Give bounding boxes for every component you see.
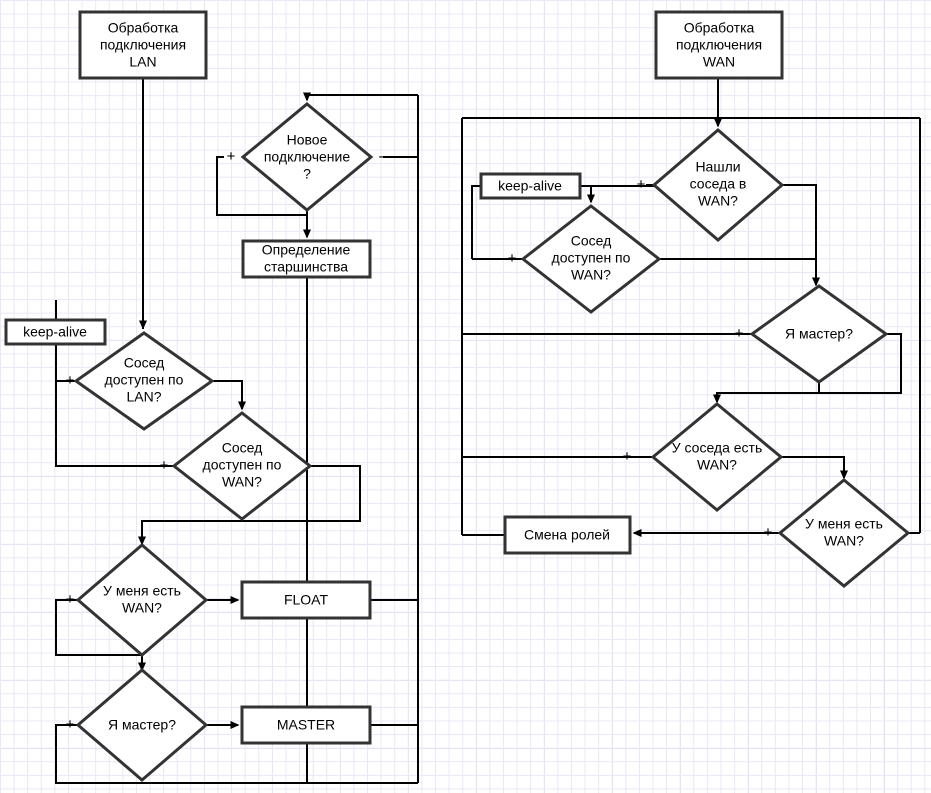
node-wan-keep-alive-label: keep-alive [498, 178, 562, 194]
node-neighbor-lan[interactable]: Сосед доступен по LAN? [73, 331, 215, 431]
edge-label-neighbor-has-wan-yes: + [623, 448, 632, 465]
edge-label-found-neighbor-yes: + [637, 176, 646, 193]
node-lan-i-have-wan-line-1: У меня есть [103, 583, 181, 599]
node-wan-keep-alive[interactable]: keep-alive [479, 172, 582, 200]
node-seniority-line-1: Определение [262, 242, 351, 258]
node-lan-i-have-wan[interactable]: У меня есть WAN? [75, 543, 209, 657]
node-lan-start-line-2: подключения [100, 37, 186, 53]
node-wan-start[interactable]: Обработка подключения WAN [654, 10, 784, 80]
node-lan-keep-alive-label: keep-alive [23, 324, 87, 340]
edge-label-wan-i-have-wan-yes: + [764, 524, 773, 541]
edge-label-wan-i-have-wan-no: - [916, 524, 921, 541]
node-wan-neighbor-wan[interactable]: Сосед доступен по WAN? [520, 204, 662, 314]
lan-edges [55, 78, 419, 784]
edge-label-lan-i-am-master-no: - [213, 716, 218, 733]
edge-new-connection-no [383, 95, 419, 158]
edge-label-lan-i-am-master-yes: + [66, 716, 75, 733]
node-found-neighbor-wan-line-1: Нашли [695, 159, 740, 175]
edge-wan-i-am-master-no [713, 333, 902, 404]
node-neighbor-has-wan-line-1: У соседа есть [672, 440, 763, 456]
node-neighbor-lan-line-1: Сосед [124, 355, 165, 371]
node-role-switch-label: Смена ролей [524, 527, 610, 543]
node-new-connection[interactable]: Новое подключение ? [240, 102, 374, 212]
node-neighbor-has-wan-line-2: WAN? [697, 457, 737, 473]
edge-label-wan-i-am-master-yes: + [735, 325, 744, 342]
edge-label-wan-i-am-master-no: - [894, 325, 899, 342]
node-neighbor-lan-line-3: LAN? [126, 389, 161, 405]
edge-neighbor-wan-yes [55, 381, 174, 467]
node-seniority-line-2: старшинства [264, 259, 348, 275]
edge-label-lan-neighbor-wan-no: - [318, 457, 323, 474]
node-role-switch[interactable]: Смена ролей [503, 515, 632, 555]
edge-label-found-neighbor-no: - [789, 176, 794, 193]
edge-found-neighbor-no [782, 184, 820, 287]
edge-label-neighbor-lan-no: - [219, 372, 224, 389]
node-lan-neighbor-wan[interactable]: Сосед доступен по WAN? [171, 411, 313, 521]
edge-wan-keepalive-left [471, 185, 481, 259]
edge-i-am-master-yes [55, 724, 418, 784]
node-lan-neighbor-wan-line-3: WAN? [222, 474, 262, 490]
edge-label-lan-i-have-wan-no: - [213, 591, 218, 608]
node-wan-start-line-1: Обработка [684, 20, 755, 36]
lan-nodes: Обработка подключения LAN Новое подключе… [4, 10, 384, 782]
node-new-connection-line-2: подключение [264, 149, 351, 165]
edge-i-have-wan-yes [55, 599, 146, 672]
node-wan-i-am-master[interactable]: Я мастер? [749, 284, 889, 384]
edge-new-connection-yes [216, 156, 311, 239]
node-master[interactable]: MASTER [240, 705, 372, 745]
edge-label-new-connection-no: - [379, 148, 384, 165]
edge-label-neighbor-lan-yes: + [66, 372, 75, 389]
node-found-neighbor-wan-line-2: соседа в [690, 176, 747, 192]
node-float[interactable]: FLOAT [240, 580, 372, 620]
node-new-connection-line-1: Новое [287, 132, 328, 148]
node-neighbor-has-wan[interactable]: У соседа есть WAN? [650, 402, 784, 512]
node-wan-neighbor-wan-line-3: WAN? [571, 267, 611, 283]
node-wan-neighbor-wan-line-1: Сосед [571, 233, 612, 249]
node-lan-neighbor-wan-line-2: доступен по [203, 457, 282, 473]
node-lan-neighbor-wan-line-1: Сосед [222, 440, 263, 456]
node-float-label: FLOAT [284, 592, 329, 608]
node-wan-neighbor-wan-line-2: доступен по [552, 250, 631, 266]
node-lan-i-am-master[interactable]: Я мастер? [75, 668, 209, 782]
edge-label-neighbor-has-wan-no: - [794, 448, 799, 465]
edge-neighbor-wan-no [138, 465, 361, 546]
edge-neighbor-has-wan-no [781, 456, 848, 480]
edge-label-wan-neighbor-no: - [667, 250, 672, 267]
node-wan-i-am-master-label: Я мастер? [785, 326, 853, 342]
node-master-label: MASTER [277, 717, 335, 733]
node-lan-i-am-master-label: Я мастер? [108, 717, 176, 733]
node-seniority[interactable]: Определение старшинства [241, 239, 372, 279]
node-wan-i-have-wan[interactable]: У меня есть WAN? [777, 478, 911, 588]
node-lan-start-line-1: Обработка [108, 20, 179, 36]
node-found-neighbor-wan-line-3: WAN? [698, 193, 738, 209]
node-wan-start-line-2: подключения [676, 37, 762, 53]
edge-neighbor-lan-no [212, 380, 246, 411]
node-wan-i-have-wan-line-1: У меня есть [805, 516, 883, 532]
edge-label-new-connection-yes: + [227, 148, 236, 165]
node-lan-i-have-wan-line-2: WAN? [122, 600, 162, 616]
node-neighbor-lan-line-2: доступен по [105, 372, 184, 388]
node-lan-keep-alive[interactable]: keep-alive [4, 318, 107, 346]
node-wan-i-have-wan-line-2: WAN? [824, 533, 864, 549]
edge-label-lan-i-have-wan-yes: + [66, 591, 75, 608]
edge-loop-to-new-connection [303, 92, 418, 102]
wan-nodes: Обработка подключения WAN keep-alive Наш… [479, 10, 921, 588]
node-lan-start[interactable]: Обработка подключения LAN [78, 10, 208, 80]
wan-edges [461, 78, 921, 537]
node-new-connection-line-3: ? [303, 166, 311, 182]
edge-label-wan-neighbor-yes: + [508, 250, 517, 267]
node-found-neighbor-wan[interactable]: Нашли соседа в WAN? [651, 128, 785, 242]
edge-label-lan-neighbor-wan-yes: + [160, 457, 169, 474]
node-lan-start-line-3: LAN [129, 54, 156, 70]
node-wan-start-line-3: WAN [703, 54, 735, 70]
